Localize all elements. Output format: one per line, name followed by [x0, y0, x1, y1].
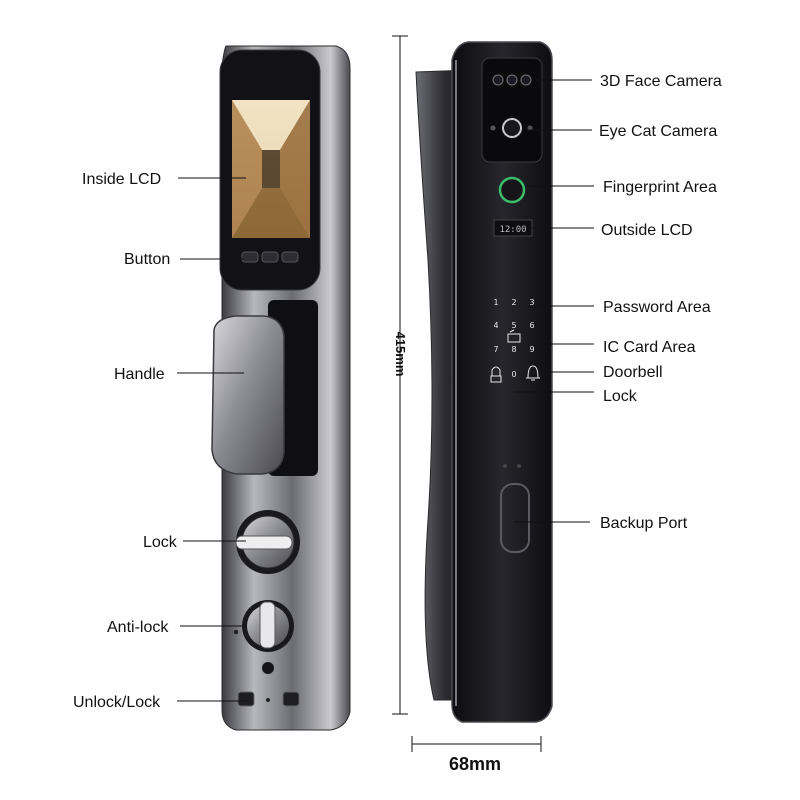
label-password-area: Password Area	[603, 299, 711, 316]
face-camera-lens-3	[520, 74, 532, 86]
outside-leaders	[514, 79, 594, 523]
label-fingerprint-area: Fingerprint Area	[603, 179, 717, 196]
lock-button[interactable]	[282, 691, 300, 707]
outside-labels: 3D Face Camera Eye Cat Camera Fingerprin…	[599, 73, 722, 532]
anti-lock-lever	[259, 601, 276, 649]
key-1[interactable]: 1	[493, 298, 498, 307]
label-anti-lock: Anti-lock	[107, 619, 169, 636]
label-eye-cat-camera: Eye Cat Camera	[599, 123, 717, 140]
width-value: 68mm	[449, 754, 501, 774]
label-button: Button	[124, 251, 170, 268]
screen-button-left[interactable]	[241, 251, 259, 263]
screen-button-right[interactable]	[281, 251, 299, 263]
camera-module	[481, 57, 543, 163]
key-6[interactable]: 6	[529, 321, 534, 330]
label-lock-inside: Lock	[143, 534, 178, 551]
label-lock-outside: Lock	[603, 388, 638, 405]
ic-card-icon	[507, 329, 521, 343]
key-7[interactable]: 7	[493, 345, 498, 354]
label-outside-lcd: Outside LCD	[601, 222, 693, 239]
label-ic-card-area: IC Card Area	[603, 339, 696, 356]
eye-cat-camera-lens	[502, 118, 522, 138]
outside-lcd-time: 12:00	[499, 225, 526, 235]
label-unlock-lock: Unlock/Lock	[73, 694, 161, 711]
key-2[interactable]: 2	[511, 298, 516, 307]
key-4[interactable]: 4	[493, 321, 498, 330]
key-8[interactable]: 8	[511, 345, 516, 354]
label-3d-face-camera: 3D Face Camera	[600, 73, 722, 90]
indicator-dot-right	[517, 464, 521, 468]
label-doorbell: Doorbell	[603, 364, 663, 381]
eye-cat-camera-sensor-right	[527, 125, 533, 131]
face-camera-lens-1	[492, 74, 504, 86]
backup-port[interactable]	[500, 483, 530, 553]
width-dimension: 68mm	[411, 736, 542, 774]
keyhole	[262, 662, 274, 674]
fingerprint-reader[interactable]	[498, 176, 526, 204]
screen-button-middle[interactable]	[261, 251, 279, 263]
eye-cat-camera-sensor-left	[490, 125, 496, 131]
face-camera-lens-2	[506, 74, 518, 86]
lock-knob-lever	[235, 535, 293, 550]
label-inside-lcd: Inside LCD	[82, 171, 161, 188]
key-5[interactable]: 5	[511, 321, 516, 330]
inside-panel	[211, 45, 351, 731]
inside-labels: Inside LCD Button Handle Lock Anti-lock …	[73, 171, 178, 711]
label-backup-port: Backup Port	[600, 515, 688, 532]
outside-panel: 12:00 1 2 3 4 5 6 7 8 9 0	[415, 41, 553, 723]
inside-leaders	[177, 177, 247, 702]
key-0[interactable]: 0	[511, 370, 516, 379]
height-dimension: 415mm	[392, 35, 408, 715]
unlock-button[interactable]	[237, 691, 255, 707]
handle[interactable]	[211, 315, 285, 475]
doorbell-icon[interactable]	[526, 365, 540, 381]
button-indicator	[266, 698, 270, 702]
keypad[interactable]: 1 2 3 4 5 6 7 8 9 0	[490, 298, 540, 383]
indicator-dot-left	[503, 464, 507, 468]
height-value: 415mm	[393, 332, 408, 377]
screen-image	[232, 100, 310, 238]
outside-panel-body	[451, 41, 553, 723]
lock-key-icon[interactable]	[490, 366, 502, 383]
key-3[interactable]: 3	[529, 298, 534, 307]
key-9[interactable]: 9	[529, 345, 534, 354]
label-handle: Handle	[114, 366, 165, 383]
anti-lock-dot	[233, 629, 239, 635]
